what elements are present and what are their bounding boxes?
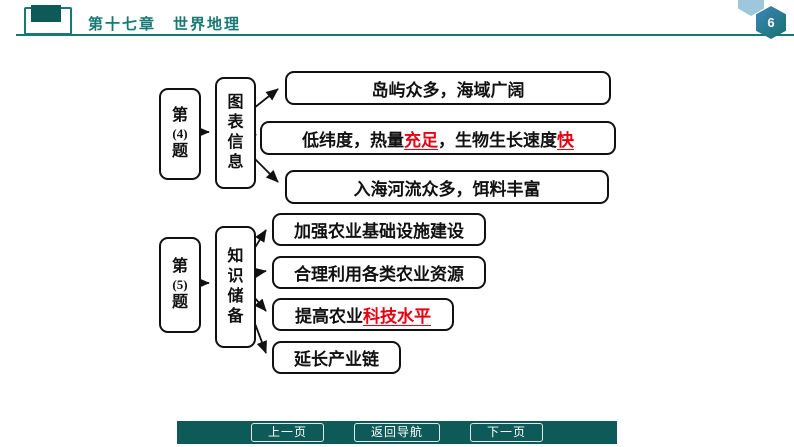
footer-nav-bar: 上一页 返回导航 下一页 xyxy=(177,421,617,444)
info-box-industry-chain: 延长产业链 xyxy=(272,341,401,374)
info-box-technology: 提高农业科技水平 xyxy=(272,298,454,331)
info-box-resources: 合理利用各类农业资源 xyxy=(272,256,486,289)
page-number-badge: 6 xyxy=(756,6,786,39)
info-box-latitude: 低纬度，热量充足，生物生长速度快 xyxy=(260,121,616,155)
chart-info-box: 图 表 信 息 xyxy=(215,77,256,189)
knowledge-reserve-box: 知 识 储 备 xyxy=(215,226,256,348)
question-5-box: 第 (5) 题 xyxy=(159,237,201,333)
hexagon-decor-icon xyxy=(738,0,764,16)
header-divider xyxy=(16,34,794,36)
return-nav-button[interactable]: 返回导航 xyxy=(353,423,440,442)
header: 第十七章 世界地理 6 xyxy=(0,0,794,40)
info-box-islands: 岛屿众多，海域广阔 xyxy=(285,71,611,105)
prev-page-button[interactable]: 上一页 xyxy=(250,423,324,442)
next-page-button[interactable]: 下一页 xyxy=(470,423,544,442)
chapter-title: 第十七章 世界地理 xyxy=(88,17,242,33)
book-logo-icon xyxy=(24,5,72,35)
info-box-infrastructure: 加强农业基础设施建设 xyxy=(272,213,486,246)
info-box-rivers: 入海河流众多，饵料丰富 xyxy=(285,170,609,204)
question-4-box: 第 (4) 题 xyxy=(159,88,201,180)
